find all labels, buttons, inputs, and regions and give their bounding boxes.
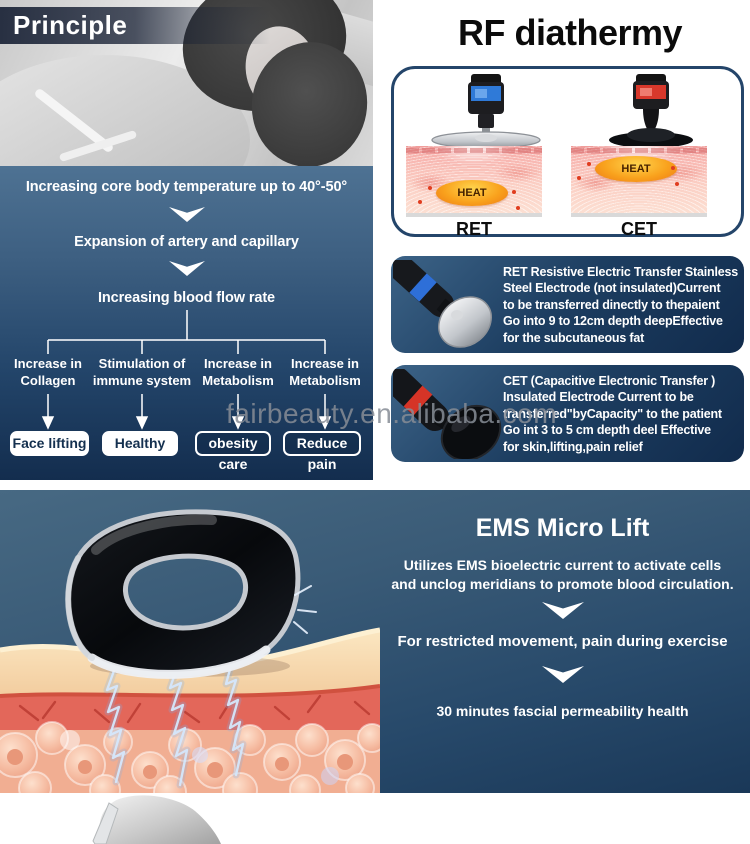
ems-step-1-line-2: and unclog meridians to promote blood ci… (391, 576, 734, 592)
cet-info-box: CET (Capacitive Electronic Transfer ) In… (391, 365, 744, 462)
heat-badge: HEAT (595, 156, 677, 182)
ems-step-3: 30 minutes fascial permeability health (436, 703, 689, 719)
info-text-line: Insulated Electrode Current to be (503, 390, 694, 405)
info-text-line: CET (Capacitive Electronic Transfer ) (503, 374, 716, 388)
principle-photo: Principle (0, 0, 373, 166)
skin-diagram-ret: HEAT (406, 146, 542, 213)
rf-diagram-panel: HEAT RET HEAT CET (391, 66, 744, 239)
chevron-down-icon (542, 602, 584, 619)
result-box: Healthy (102, 431, 178, 456)
flow-step-1: Increasing core body temperature up to 4… (25, 179, 348, 195)
result-box: Reduce pain (283, 431, 361, 472)
info-text-line: Steel Electrode (not insulated)Current (503, 281, 721, 296)
chevron-down-icon (169, 261, 205, 276)
info-text-line: to be transferred dinectly to thepaient (503, 297, 720, 312)
ems-step-2: For restricted movement, pain during exe… (397, 633, 728, 650)
info-text-line: RET Resistive Electric Transfer Stainles… (503, 265, 738, 279)
branch-label: Increase in Collagen (14, 356, 82, 388)
chevron-down-icon (542, 666, 584, 683)
principle-label: Principle (0, 7, 270, 44)
info-text-line: transferred"byCapacity" to the patient (503, 406, 722, 421)
cet-handpiece-icon (393, 369, 502, 459)
skin-diagram-cet: HEAT (571, 146, 707, 213)
flow-step-3: Increasing blood flow rate (97, 290, 276, 306)
ems-title: EMS Micro Lift (475, 514, 650, 542)
ret-handpiece-icon (393, 260, 492, 348)
cet-label: CET (621, 219, 657, 239)
ems-device-illustration (0, 509, 380, 793)
ret-electrode-icon (431, 74, 541, 149)
ems-section: EMS Micro Lift Utilizes EMS bioelectric … (0, 490, 750, 793)
branch-label: Increase in Metabolism (202, 356, 274, 388)
bottom-device-fragment (92, 795, 221, 844)
flow-step-2: Expansion of artery and capillary (74, 234, 299, 250)
branch-arrow-icons (41, 394, 332, 430)
cet-electrode-icon (609, 74, 693, 148)
watermark: fairbeauty.en.alibaba.com (226, 398, 558, 429)
info-text-line: for the subcutaneous fat (503, 330, 645, 345)
branch-label: Increase in Metabolism (289, 356, 361, 388)
skin-base-strip (571, 213, 707, 217)
result-box: obesity care (195, 431, 271, 472)
ret-label: RET (456, 219, 492, 239)
info-text-line: Go into 9 to 12cm depth deepEffective (503, 314, 723, 329)
info-text-line: Go int 3 to 5 cm depth deel Effective (503, 423, 711, 438)
flow-connector-lines (47, 310, 326, 354)
cet-info-text: CET (Capacitive Electronic Transfer ) In… (503, 373, 722, 455)
heat-badge: HEAT (436, 180, 508, 206)
principle-flowchart-panel: Increasing core body temperature up to 4… (0, 166, 373, 480)
chevron-down-icon (169, 207, 205, 222)
rf-section-title: RF diathermy (457, 12, 683, 53)
ems-step-1-line-1: Utilizes EMS bioelectric current to acti… (403, 557, 722, 573)
heat-dots (428, 186, 432, 190)
ret-info-text: RET Resistive Electric Transfer Stainles… (503, 264, 738, 346)
ret-info-box: RET Resistive Electric Transfer Stainles… (391, 256, 744, 353)
info-text-line: for skin,lifting,pain relief (503, 439, 643, 454)
skin-base-strip (406, 213, 542, 217)
branch-label: Stimulation of immune system (92, 356, 192, 388)
ems-step-1: Utilizes EMS bioelectric current to acti… (375, 556, 750, 594)
heat-dots (587, 162, 591, 166)
result-box: Face lifting (10, 431, 89, 456)
